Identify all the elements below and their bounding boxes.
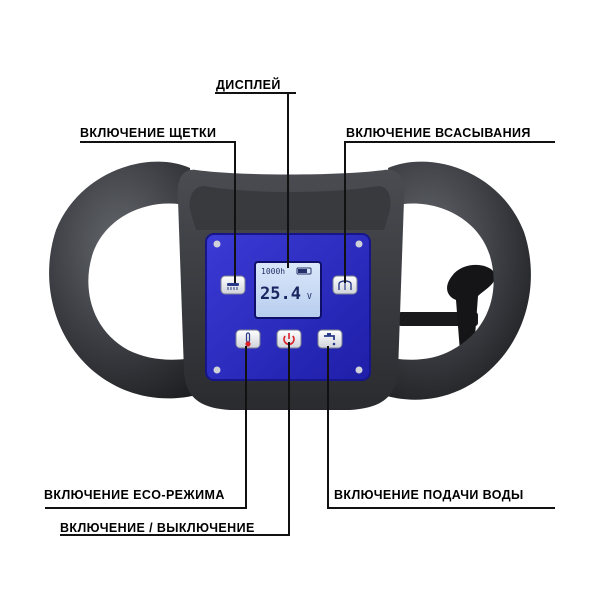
label-brush-on: ВКЛЮЧЕНИЕ ЩЕТКИ <box>80 126 217 140</box>
label-display: ДИСПЛЕЙ <box>216 78 281 92</box>
screw-icon <box>355 366 363 374</box>
brush-button[interactable] <box>220 275 246 295</box>
lever <box>398 264 496 358</box>
water-supply-button[interactable] <box>317 329 343 349</box>
lcd-unit: V <box>307 292 312 301</box>
lcd-hours-readout: 1000h <box>261 267 285 276</box>
lcd-display: 1000h 25.4 V <box>254 261 322 319</box>
label-power-on-off: ВКЛЮЧЕНИЕ / ВЫКЛЮЧЕНИЕ <box>60 521 255 535</box>
battery-icon <box>296 267 312 275</box>
lcd-main-value: 25.4 <box>260 284 301 304</box>
label-suction-on: ВКЛЮЧЕНИЕ ВСАСЫВАНИЯ <box>346 126 531 140</box>
label-water-supply-on: ВКЛЮЧЕНИЕ ПОДАЧИ ВОДЫ <box>334 488 524 502</box>
label-eco-mode-on: ВКЛЮЧЕНИЕ ECO-РЕЖИМА <box>44 488 225 502</box>
water-tap-icon <box>324 333 336 346</box>
brush-icon <box>227 283 239 290</box>
screw-icon <box>213 366 221 374</box>
screw-icon <box>213 240 221 248</box>
eco-mode-button[interactable] <box>235 329 261 349</box>
screw-icon <box>355 240 363 248</box>
leader-lines <box>45 92 555 536</box>
thermometer-icon <box>245 332 251 347</box>
suction-button[interactable] <box>332 275 358 295</box>
handle-grips <box>49 161 531 400</box>
